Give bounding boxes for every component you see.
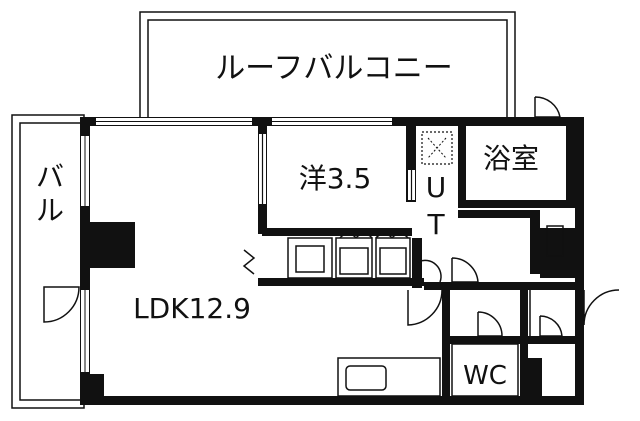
sliding-door: [259, 134, 415, 204]
bath-walls: [546, 126, 576, 257]
closet: [287, 237, 411, 279]
utility-label-top: U: [426, 171, 447, 204]
pillar: [90, 222, 135, 268]
western-room-label: 洋3.5: [299, 162, 372, 195]
balcony-label-top: バ: [36, 160, 64, 193]
folding-doors: [242, 233, 409, 275]
utility-label-bottom: T: [426, 208, 445, 241]
interior-walls: [258, 124, 578, 400]
door-swings: [43, 96, 620, 337]
wc-fixture: [451, 343, 519, 397]
bath-label: 浴室: [483, 142, 539, 175]
corner-column: [88, 374, 104, 404]
balcony-label-bottom: ル: [36, 194, 64, 227]
wc-label: WC: [463, 361, 507, 391]
windows: [81, 118, 392, 372]
washer-space: [421, 131, 453, 165]
side-balcony: [11, 114, 85, 409]
ldk-label: LDK12.9: [133, 292, 251, 325]
kitchen-sink: [337, 357, 441, 397]
roof-balcony-label: ルーフバルコニー: [215, 51, 453, 86]
